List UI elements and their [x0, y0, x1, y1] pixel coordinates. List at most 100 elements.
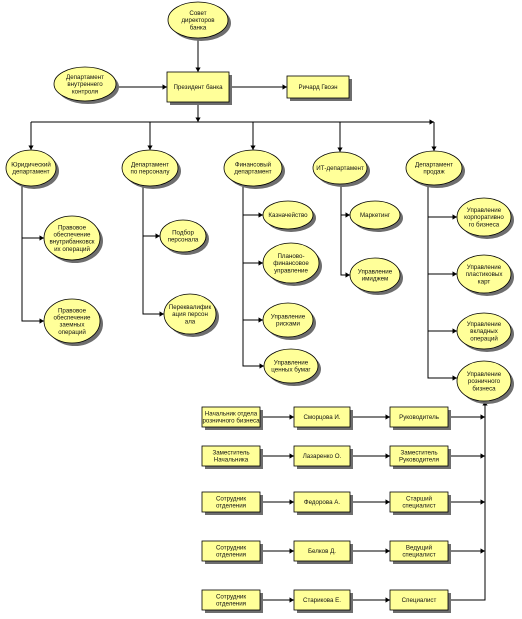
arrowhead-icon [147, 145, 153, 150]
node-label: ценных бумаг [271, 367, 311, 374]
node-label: персонала [168, 237, 199, 244]
node-label: операций [58, 329, 86, 336]
arrowhead-icon [155, 233, 160, 239]
node-label: управление [274, 267, 308, 274]
node-label: Управление [274, 360, 309, 367]
node-label: отделения [216, 601, 246, 608]
node-ellipse [456, 254, 512, 294]
node-r4b: Белков Д. [293, 540, 353, 564]
arrowhead-icon [480, 414, 485, 420]
arrowhead-icon [39, 318, 44, 324]
node-label: Управление [467, 371, 502, 378]
node-label: департамент [234, 169, 271, 176]
node-r1b: Сморцова И. [293, 406, 353, 430]
node-label: Департамент [415, 162, 453, 169]
node-ellipse [456, 360, 512, 402]
node-label: Заместитель [212, 450, 249, 457]
node-label: по персоналу [131, 169, 171, 176]
node-box [389, 540, 449, 562]
node-president: Президент банка [166, 71, 232, 105]
node-label: бизнеса [472, 385, 496, 392]
node-label: ация персон [172, 311, 208, 318]
connector-line [21, 185, 44, 322]
connectors [21, 38, 488, 603]
node-label: Управление [358, 269, 393, 276]
arrowhead-icon [429, 119, 434, 125]
arrowhead-icon [289, 548, 294, 554]
node-label: Сотрудник [216, 496, 246, 503]
node-label: Лазаренко О. [303, 453, 342, 460]
node-box [389, 445, 449, 467]
node-ellipse [456, 312, 512, 350]
node-box [286, 75, 350, 99]
node-label: Департамент [131, 162, 169, 169]
node-fin1: Казначейство [262, 200, 316, 232]
arrowhead-icon [258, 212, 263, 218]
node-ellipse [349, 200, 401, 230]
node-ellipse [43, 298, 101, 344]
node-box [389, 589, 449, 611]
connector-line [242, 186, 264, 367]
node-label: обеспечение [53, 315, 91, 322]
node-label: Сотрудник [216, 594, 246, 601]
node-label: финансовое [273, 260, 309, 267]
node-label: специалист [402, 552, 435, 559]
node-ellipse [312, 151, 368, 185]
node-it1: Маркетинг [349, 200, 403, 232]
node-label: Заместитель [400, 450, 437, 457]
node-label: Департамент [66, 74, 104, 81]
node-label: контроля [72, 88, 98, 95]
node-label: Финансовый [235, 162, 272, 169]
arrowhead-icon [385, 548, 390, 554]
node-box [389, 491, 449, 513]
node-label: обеспечение [53, 232, 91, 239]
node-label: Специалист [402, 597, 437, 604]
node-label: их операций [54, 246, 90, 253]
node-label: карт [478, 278, 491, 285]
arrowhead-icon [345, 272, 350, 278]
arrowhead-icon [28, 145, 34, 150]
arrowhead-icon [385, 499, 390, 505]
node-box [201, 540, 261, 562]
node-label: Ричард Гвоэн [298, 84, 337, 91]
node-label: Казначейство [268, 212, 308, 219]
node-label: ИТ-департамент [316, 165, 364, 172]
node-label: Белков Д. [308, 548, 336, 555]
node-label: Начальник отдела [205, 411, 258, 418]
arrowhead-icon [452, 271, 457, 277]
node-ellipse [223, 149, 283, 187]
node-label: операций [470, 335, 498, 342]
node-label: Управление [467, 207, 502, 214]
arrowhead-icon [385, 414, 390, 420]
arrowhead-icon [385, 453, 390, 459]
node-box [389, 406, 449, 428]
connector-line [142, 185, 164, 315]
arrowhead-icon [337, 147, 343, 152]
node-ellipse [262, 302, 314, 338]
node-label: департамент [12, 169, 49, 176]
node-ellipse [405, 150, 463, 186]
node-box [293, 406, 351, 428]
node-ellipse [163, 293, 217, 335]
arrowhead-icon [159, 311, 164, 317]
node-box [293, 445, 351, 467]
node-ellipse [167, 1, 229, 39]
node-label: пластиковых [466, 271, 504, 278]
node-ellipse [456, 197, 512, 237]
node-r2b: Лазаренко О. [293, 445, 353, 469]
node-label: отделения [216, 552, 246, 559]
connector-line [448, 401, 486, 601]
arrowhead-icon [480, 453, 485, 459]
node-ellipse [262, 242, 320, 284]
